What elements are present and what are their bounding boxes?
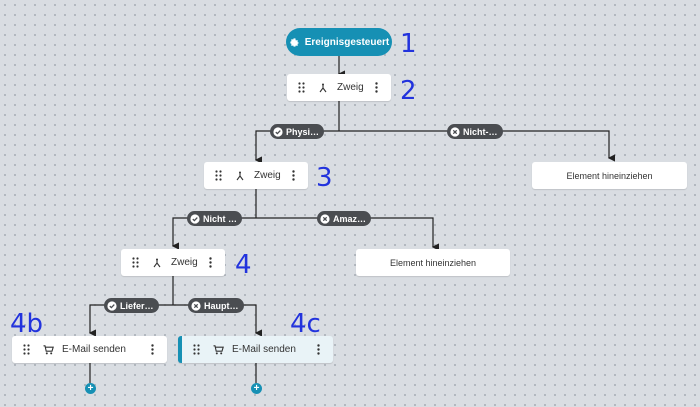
branch-node-2[interactable]: Zweig xyxy=(204,162,308,189)
condition-pill-yes[interactable]: Liefer… xyxy=(104,298,159,313)
annotation-3: 3 xyxy=(316,163,333,193)
condition-label: Physi… xyxy=(286,126,320,137)
branch-label: Zweig xyxy=(254,170,281,181)
drop-zone-label: Element hineinziehen xyxy=(389,257,477,268)
drop-zone-2[interactable]: Element hineinziehen xyxy=(356,249,510,276)
condition-pill-no[interactable]: Haupt… xyxy=(188,298,244,313)
x-circle-icon xyxy=(191,300,201,311)
condition-pill-no[interactable]: Amaz… xyxy=(317,211,372,226)
condition-label: Haupt… xyxy=(204,300,239,311)
email-action-4c[interactable]: E-Mail senden xyxy=(178,336,333,363)
condition-pill-yes[interactable]: Physi… xyxy=(270,124,325,139)
more-options-icon[interactable] xyxy=(286,170,300,181)
email-action-label: E-Mail senden xyxy=(232,344,296,355)
drag-handle-icon[interactable] xyxy=(127,257,143,268)
drop-zone-1[interactable]: Element hineinziehen xyxy=(532,162,687,189)
drag-handle-icon[interactable] xyxy=(188,344,204,355)
annotation-4: 4 xyxy=(235,250,252,280)
more-options-icon[interactable] xyxy=(145,344,159,355)
more-options-icon[interactable] xyxy=(203,257,217,268)
drop-zone-label: Element hineinziehen xyxy=(566,170,653,181)
drag-handle-icon[interactable] xyxy=(210,170,226,181)
email-action-label: E-Mail senden xyxy=(62,344,126,355)
add-step-button[interactable]: + xyxy=(85,383,96,394)
condition-label: Liefer… xyxy=(120,300,154,311)
branch-node-3[interactable]: Zweig xyxy=(121,249,225,276)
x-circle-icon xyxy=(320,213,330,224)
trigger-node[interactable]: Ereignisgesteuert xyxy=(286,28,392,56)
more-options-icon[interactable] xyxy=(311,344,325,355)
drag-handle-icon[interactable] xyxy=(18,344,34,355)
condition-label: Nicht-… xyxy=(463,126,498,137)
email-action-4b[interactable]: E-Mail senden xyxy=(12,336,167,363)
annotation-4b: 4b xyxy=(10,309,44,339)
drag-handle-icon[interactable] xyxy=(293,82,309,93)
annotation-4c: 4c xyxy=(290,309,321,339)
check-circle-icon xyxy=(273,126,283,137)
gear-icon xyxy=(290,37,299,47)
add-step-button[interactable]: + xyxy=(251,383,262,394)
condition-pill-no[interactable]: Nicht-… xyxy=(447,124,503,139)
check-circle-icon xyxy=(190,213,200,224)
condition-pill-yes[interactable]: Nicht … xyxy=(187,211,243,226)
cart-icon xyxy=(210,344,226,355)
branch-icon xyxy=(315,83,331,93)
trigger-label: Ereignisgesteuert xyxy=(304,36,390,48)
branch-label: Zweig xyxy=(337,82,364,93)
branch-icon xyxy=(232,171,248,181)
condition-label: Amaz… xyxy=(333,213,367,224)
cart-icon xyxy=(40,344,56,355)
check-circle-icon xyxy=(107,300,117,311)
annotation-2: 2 xyxy=(400,76,417,106)
branch-icon xyxy=(149,258,165,268)
annotation-1: 1 xyxy=(400,29,417,59)
branch-label: Zweig xyxy=(171,257,198,268)
branch-node-1[interactable]: Zweig xyxy=(287,74,391,101)
x-circle-icon xyxy=(450,126,460,137)
condition-label: Nicht … xyxy=(203,213,238,224)
more-options-icon[interactable] xyxy=(369,82,383,93)
